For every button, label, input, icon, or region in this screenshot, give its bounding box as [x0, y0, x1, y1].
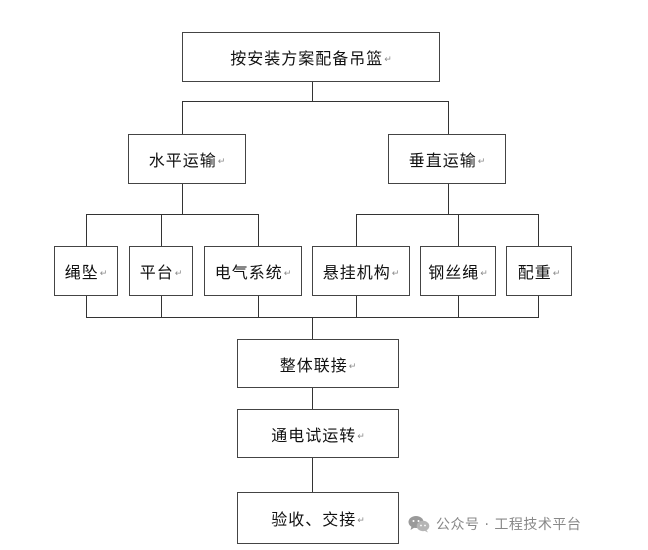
connector-line: [161, 296, 162, 318]
node-rope-weight: 绳坠↵: [54, 246, 118, 296]
paragraph-mark: ↵: [477, 157, 486, 167]
paragraph-mark: ↵: [552, 269, 561, 279]
connector-line: [356, 214, 539, 215]
connector-line: [448, 184, 449, 215]
node-label: 整体联接: [279, 355, 348, 375]
node-vertical-transport: 垂直运输↵: [388, 134, 506, 184]
node-label: 平台: [139, 263, 174, 282]
watermark: 公众号 · 工程技术平台: [408, 512, 581, 536]
node-overall-assembly: 整体联接↵: [237, 339, 399, 388]
connector-line: [312, 317, 313, 339]
node-root: 按安装方案配备吊篮↵: [182, 32, 440, 82]
paragraph-mark: ↵: [480, 269, 488, 279]
connector-line: [182, 101, 449, 102]
connector-line: [312, 458, 313, 492]
node-suspension-mechanism: 悬挂机构↵: [312, 246, 410, 296]
watermark-text: 公众号 · 工程技术平台: [436, 517, 582, 533]
node-label: 按安装方案配备吊篮: [230, 49, 384, 68]
node-acceptance-handover: 验收、交接↵: [237, 492, 399, 544]
connector-line: [182, 184, 183, 215]
node-power-test-run: 通电试运转↵: [237, 409, 399, 458]
node-label: 绳坠: [64, 263, 99, 282]
node-horizontal-transport: 水平运输↵: [128, 134, 246, 184]
node-wire-rope: 钢丝绳↵: [420, 246, 496, 296]
connector-line: [458, 214, 459, 246]
connector-line: [86, 214, 259, 215]
paragraph-mark: ↵: [283, 269, 292, 279]
connector-line: [538, 296, 539, 318]
connector-line: [458, 296, 459, 318]
paragraph-mark: ↵: [384, 55, 392, 65]
connector-line: [312, 82, 313, 102]
node-label: 垂直运输: [408, 151, 477, 170]
connector-line: [182, 101, 183, 134]
connector-line: [258, 296, 259, 318]
paragraph-mark: ↵: [357, 431, 365, 442]
connector-line: [538, 214, 539, 246]
node-counterweight: 配重↵: [506, 246, 572, 296]
paragraph-mark: ↵: [174, 269, 183, 279]
connector-line: [448, 101, 449, 134]
connector-line: [312, 388, 313, 409]
node-label: 配重: [517, 263, 552, 282]
node-electrical-system: 电气系统↵: [204, 246, 302, 296]
node-label: 悬挂机构: [322, 263, 391, 282]
connector-line: [86, 214, 87, 246]
node-label: 水平运输: [148, 151, 217, 170]
connector-line: [86, 296, 87, 318]
paragraph-mark: ↵: [357, 516, 365, 526]
paragraph-mark: ↵: [217, 157, 226, 167]
node-label: 电气系统: [214, 263, 283, 282]
paragraph-mark: ↵: [391, 269, 400, 279]
connector-line: [356, 296, 357, 318]
node-label: 通电试运转: [271, 425, 357, 445]
connector-line: [161, 214, 162, 246]
paragraph-mark: ↵: [99, 269, 108, 279]
node-label: 钢丝绳: [428, 263, 480, 282]
wechat-icon: [408, 516, 430, 533]
node-platform: 平台↵: [129, 246, 193, 296]
node-label: 验收、交接: [271, 510, 357, 529]
connector-line: [356, 214, 357, 246]
paragraph-mark: ↵: [348, 361, 357, 372]
connector-line: [258, 214, 259, 246]
